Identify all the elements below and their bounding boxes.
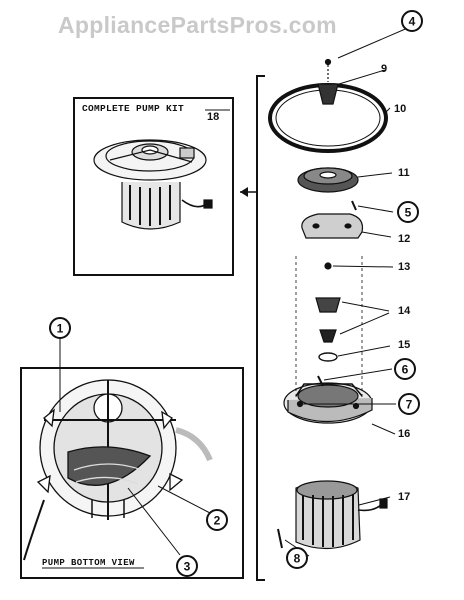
pump-bottom-view-illustration [23,379,213,561]
assembly-bracket [256,75,265,581]
kit-part-number: 18 [207,111,219,123]
callout-label-7: 7 [406,398,413,412]
callout-label-3: 3 [184,560,191,574]
top-cap [317,83,339,105]
callout-label-12: 12 [398,233,410,245]
callout-label-1: 1 [57,322,64,336]
callout-label-5: 5 [405,206,412,220]
callout-label-11: 11 [398,167,410,179]
cover-plate [301,213,364,239]
callout-circle-5 [397,201,419,223]
callout-label-14: 14 [398,305,411,317]
callout-circle-8 [286,547,308,569]
callout-label-16: 16 [398,428,410,440]
complete-pump-kit-title: COMPLETE PUMP KIT [82,103,185,114]
pump-kit-illustration [93,139,213,230]
pump-bottom-view-caption: PUMP BOTTOM VIEW [42,558,135,568]
callout-label-17: 17 [398,491,410,503]
callout-label-13: 13 [398,261,410,273]
callout-label-10: 10 [394,103,406,115]
callout-label-8: 8 [294,552,301,566]
callout-circle-2 [206,509,228,531]
watermark: AppliancePartsPros.com [58,12,337,38]
callout-label-15: 15 [398,339,410,351]
callout-label-4: 4 [409,15,416,29]
callout-label-6: 6 [402,363,409,377]
callout-label-2: 2 [214,514,221,528]
callout-circle-1 [49,317,71,339]
callout-circle-4 [401,10,423,32]
callout-circle-7 [398,393,420,415]
impeller [315,297,341,313]
callout-circle-3 [176,555,198,577]
callout-label-9: 9 [381,63,387,75]
callout-circle-6 [394,358,416,380]
